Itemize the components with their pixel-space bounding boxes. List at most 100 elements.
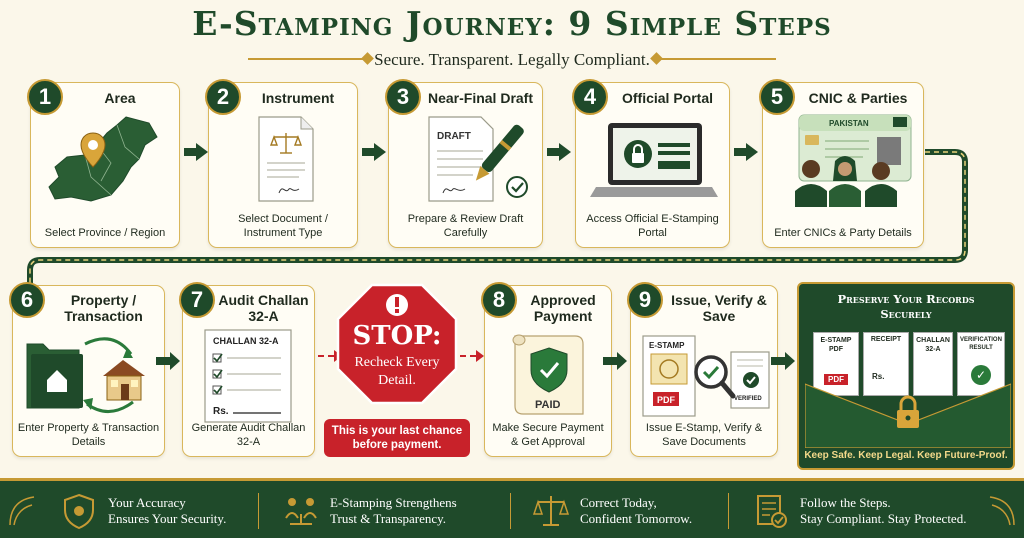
stop-arrow-left [318,350,342,362]
footer-item-follow: Follow the Steps.Stay Compliant. Stay Pr… [752,491,966,531]
step-description: Enter Property & Transaction Details [17,422,160,448]
stop-warning: STOP: Recheck Every Detail. This is your… [324,283,470,459]
footer-item-correct: Correct Today,Confident Tomorrow. [532,491,692,531]
footer-divider [728,493,729,529]
footer-line-2: Confident Tomorrow. [580,511,693,526]
preserve-title: Preserve Your Records Securely [837,292,975,321]
flow-arrow [603,352,627,370]
flow-arrow [771,352,795,370]
step-description: Select Document / Instrument Type [238,213,328,239]
title-ornament-left [248,58,368,60]
footer-line-1: Follow the Steps. [800,495,891,510]
pakistan-map-icon [48,116,158,202]
cnic-parties-icon: PAKISTAN [795,114,912,207]
footer-line-2: Ensures Your Security. [108,511,227,526]
shield-icon [64,493,94,530]
challan-checklist-icon: CHALLAN 32-A Rs. [204,329,292,423]
step-title: Issue, Verify & Save [671,292,767,324]
flow-arrow [362,143,386,161]
preserve-doc-label: CHALLAN 32-A [916,337,950,353]
step-card-payment: 8 Approved Payment PAID Make Secure Paym… [481,282,612,457]
pdf-badge: PDF [657,395,676,405]
step-title: Near-Final Draft [427,90,534,106]
step-number: 4 [572,79,608,115]
step-description: Prepare & Review Draft Carefully [407,213,524,239]
page-subtitle: Secure. Transparent. Legally Compliant. [374,50,650,69]
preserve-doc: CHALLAN 32-A [913,332,953,396]
step-number: 2 [205,79,241,115]
draft-label: DRAFT [437,131,471,142]
step-description: Enter CNICs & Party Details [774,227,912,239]
footer-line-2: Stay Compliant. Stay Protected. [800,511,967,526]
receipt-rs: Rs. [872,372,885,381]
step-card-portal: 4 Official Portal Access Official E-Stam… [572,79,730,248]
title-ornament-right [656,58,776,60]
step-card-area: 1 Area Select Province / Region [27,79,180,248]
step-description: Make Secure Payment & Get Approval [492,422,604,448]
step-description: Select Province / Region [44,227,166,239]
scales-document-icon [258,116,314,202]
verified-label: VERIFIED [734,396,762,402]
property-house-icon [26,337,145,413]
preserve-doc-label: RECEIPT [870,336,902,343]
scales-icon [532,496,570,526]
step-number: 3 [385,79,421,115]
step-title: CNIC & Parties [808,90,908,106]
preserve-tagline: Keep Safe. Keep Legal. Keep Future-Proof… [804,450,1008,461]
challan-label: CHALLAN 32-A [213,336,279,346]
page-title: E-Stamping Journey: 9 Simple Steps [192,4,832,43]
step-card-property: 6 Property / Transaction Enter Property … [9,282,165,457]
step-number: 6 [9,282,45,318]
stop-octagon [336,283,458,405]
step-title: Audit Challan 32-A [218,292,309,324]
flow-arrow [547,143,571,161]
step-title: Property / Transaction [64,292,143,324]
footer-corner-ornament-left [9,496,35,526]
step-number: 1 [27,79,63,115]
step-number: 8 [481,282,517,318]
preserve-doc: RECEIPT Rs. [863,332,909,396]
step-card-challan: 7 Audit Challan 32-A CHALLAN 32-A Rs. Ge… [179,282,315,457]
footer-line-2: Trust & Transparency. [330,511,447,526]
check-icon: ✓ [971,365,991,385]
preserve-doc: E-STAMP PDF PDF [813,332,859,396]
step-card-draft: 3 Near-Final Draft DRAFT Prepare & Revie… [385,79,543,248]
step-number: 9 [627,282,663,318]
flow-arrow [184,143,208,161]
estamp-verify-icon: E-STAMP PDF VERIFIED [642,335,770,417]
people-scales-icon [285,498,317,525]
step-card-instrument: 2 Instrument Select Document / Instrumen… [205,79,358,248]
flow-arrow [734,143,758,161]
footer-line-1: Your Accuracy [108,495,186,510]
laptop-lock-icon [590,123,718,197]
envelope-lock-icon [805,383,1011,448]
draft-pen-icon: DRAFT [428,116,528,202]
step-card-issue: 9 Issue, Verify & Save E-STAMP PDF VERIF… [627,282,778,457]
challan-rs-label: Rs. [213,406,229,417]
step-title: Official Portal [621,90,714,106]
step-number: 5 [759,79,795,115]
cnic-country-label: PAKISTAN [829,119,869,128]
step-number: 7 [179,282,215,318]
flow-arrow [156,352,180,370]
paid-shield-icon: PAID [512,334,584,415]
stop-word: STOP: [352,321,442,351]
stop-line-1: Recheck Every [354,355,440,370]
stop-arrow-right [460,350,484,362]
step-card-cnic: 5 CNIC & Parties PAKISTAN Enter CNICs & … [759,79,924,248]
step-title: Approved Payment [530,292,596,324]
preserve-records-panel: Preserve Your Records Securely E-STAMP P… [797,282,1015,470]
footer-line-1: E-Stamping Strengthens [330,495,457,510]
footer-divider [258,493,259,529]
step-title: Instrument [261,90,335,106]
checklist-icon [757,495,787,528]
paid-label: PAID [535,399,561,411]
footer-line-1: Correct Today, [580,495,657,510]
step-description: Access Official E-Stamping Portal [586,213,719,239]
preserve-doc-label: VERIFICATION RESULT [960,337,1002,351]
preserve-doc: VERIFICATION RESULT ✓ [957,332,1005,396]
